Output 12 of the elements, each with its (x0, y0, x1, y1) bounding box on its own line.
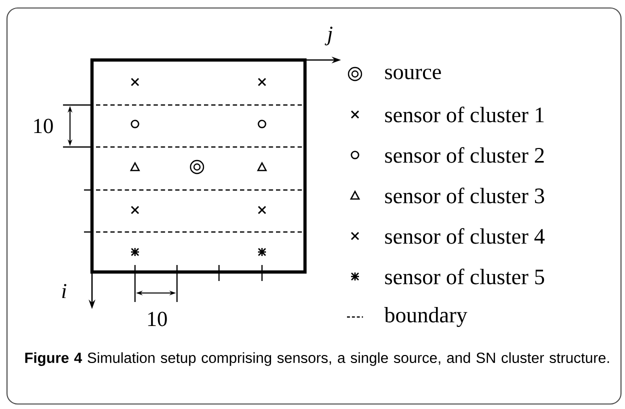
dimension-label: 10 (148, 312, 167, 326)
legend-label: sensor of cluster 3 (385, 188, 544, 204)
dimension-label: 10 (34, 118, 53, 134)
legend-label: sensor of cluster 1 (385, 106, 544, 122)
legend-label: sensor of cluster 4 (385, 228, 545, 244)
legend-label: boundary (384, 306, 468, 327)
legend-label: sensor of cluster 2 (385, 147, 544, 163)
legend-label: source (385, 68, 441, 80)
axis-label: i (62, 284, 66, 298)
figure-caption: Figure 4 Simulation setup comprising sensors, a single source, and SN cluster structure. (25, 352, 609, 366)
axis-label: j (324, 26, 332, 46)
legend-label: sensor of cluster 5 (385, 268, 544, 284)
